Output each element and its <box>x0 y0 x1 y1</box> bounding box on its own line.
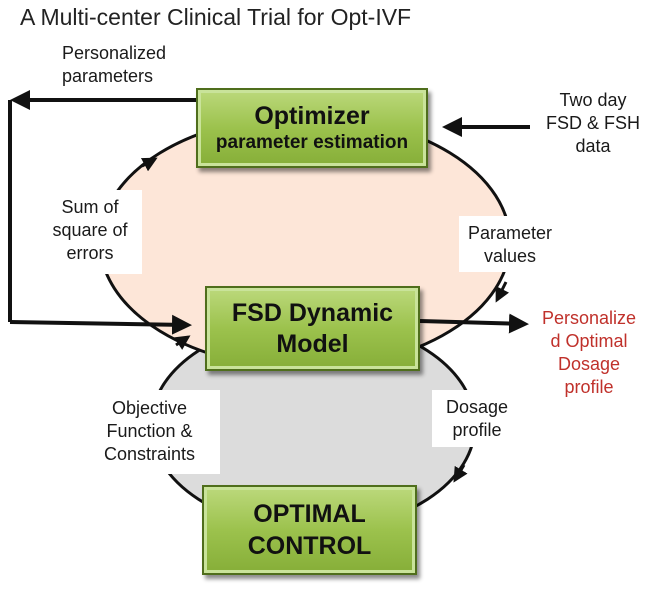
arc-arrow-lower-left <box>173 335 191 350</box>
label-personalized-profile: Personalize d Optimal Dosage profile <box>541 308 637 397</box>
diagram-title: A Multi-center Clinical Trial for Opt-IV… <box>20 4 412 30</box>
label-two-day-data: Two day FSD & FSH data <box>545 90 640 156</box>
fsd-model-box: FSD Dynamic Model <box>205 286 420 371</box>
label-personalized-parameters: Personalized parameters <box>62 43 167 86</box>
arc-arrow-upper-right <box>495 281 510 303</box>
label-bg-sum-of-square <box>38 190 142 274</box>
optimizer-subtitle: parameter estimation <box>215 132 409 153</box>
fsd-model-line-1: FSD Dynamic <box>231 298 394 327</box>
label-sum-of-square: Sum of square of errors <box>52 197 128 263</box>
arc-arrow-lower-right <box>453 464 468 483</box>
optimizer-title: Optimizer <box>254 102 370 130</box>
arrow-to-fsd-model <box>9 314 192 335</box>
label-bg-parameter-values <box>459 216 561 272</box>
optimal-control-line-1: OPTIMAL <box>253 500 366 528</box>
arc-arrow-upper-left <box>140 157 158 172</box>
label-dosage-profile: Dosage profile <box>445 397 509 440</box>
arrow-personalized-profile <box>419 313 529 334</box>
optimal-control-box: OPTIMAL CONTROL <box>202 485 417 575</box>
optimal-control-line-2: CONTROL <box>247 532 372 560</box>
label-bg-objective-function <box>79 390 220 474</box>
label-bg-dosage-profile <box>432 390 522 447</box>
label-objective-function: Objective Function & Constraints <box>103 398 196 464</box>
label-parameter-values: Parameter values <box>467 223 553 266</box>
optimizer-box: Optimizer parameter estimation <box>196 88 428 168</box>
fsd-model-line-2: Model <box>276 329 349 358</box>
